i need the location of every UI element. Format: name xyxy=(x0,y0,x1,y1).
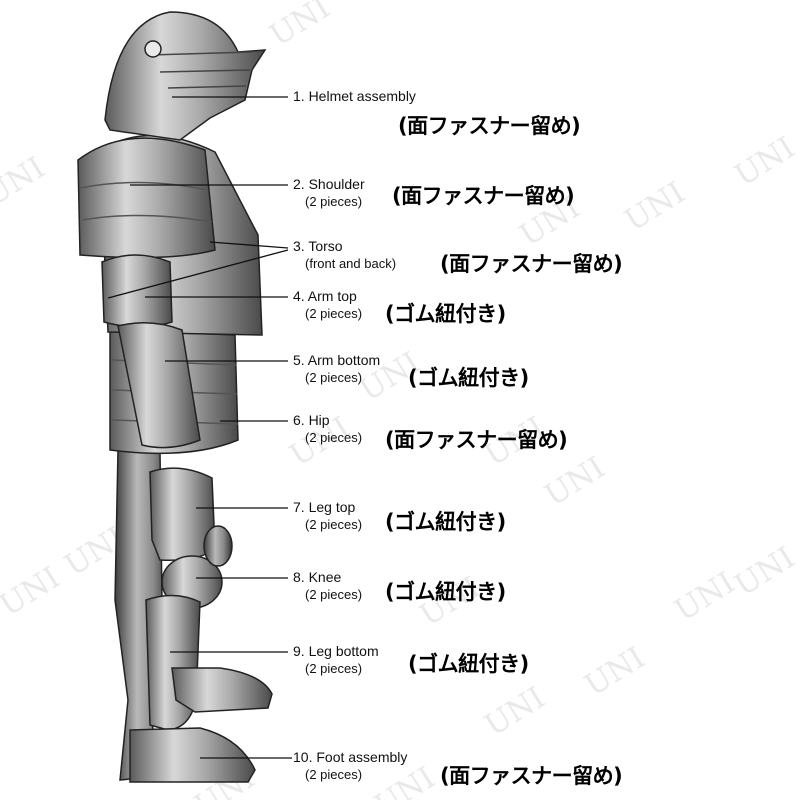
part-name: 4. Arm top xyxy=(293,288,357,304)
part-label-arm-top: 4. Arm top (2 pieces) xyxy=(293,288,362,322)
part-quantity: (2 pieces) xyxy=(305,517,363,532)
leader-line-torso-back xyxy=(107,249,289,299)
part-name: 7. Leg top xyxy=(293,499,356,515)
fastening-note-hip: (面ファスナー留め) xyxy=(385,428,568,452)
arm-bottom-piece xyxy=(117,322,201,449)
part-name: 1. Helmet assembly xyxy=(293,88,416,104)
fastening-note-helmet: (面ファスナー留め) xyxy=(398,114,581,138)
part-quantity: (2 pieces) xyxy=(305,661,363,676)
part-label-arm-bottom: 5. Arm bottom (2 pieces) xyxy=(293,352,380,386)
part-label-hip: 6. Hip (2 pieces) xyxy=(293,412,362,446)
fastening-note-torso: (面ファスナー留め) xyxy=(440,252,623,276)
part-label-knee: 8. Knee (2 pieces) xyxy=(293,569,362,603)
part-label-shoulder: 2. Shoulder (2 pieces) xyxy=(293,176,365,210)
part-quantity: (front and back) xyxy=(305,256,397,271)
part-quantity: (2 pieces) xyxy=(305,767,363,782)
part-name: 8. Knee xyxy=(293,569,342,585)
foot-piece-back xyxy=(129,727,256,783)
fastening-note-arm-top: (ゴム紐付き) xyxy=(385,302,506,326)
part-label-leg-bottom: 9. Leg bottom (2 pieces) xyxy=(293,643,379,677)
part-quantity: (2 pieces) xyxy=(305,587,363,602)
part-label-leg-top: 7. Leg top (2 pieces) xyxy=(293,499,362,533)
helmet-rivet xyxy=(144,40,162,58)
part-label-foot: 10. Foot assembly (2 pieces) xyxy=(293,749,407,783)
fastening-note-arm-bottom: (ゴム紐付き) xyxy=(408,366,529,390)
part-name: 6. Hip xyxy=(293,412,330,428)
part-name: 2. Shoulder xyxy=(293,176,365,192)
fastening-note-knee: (ゴム紐付き) xyxy=(385,580,506,604)
part-name: 5. Arm bottom xyxy=(293,352,381,368)
helmet-piece xyxy=(104,11,267,141)
part-name: 9. Leg bottom xyxy=(293,643,379,659)
part-quantity: (2 pieces) xyxy=(305,430,363,445)
part-name: 10. Foot assembly xyxy=(293,749,408,765)
part-quantity: (2 pieces) xyxy=(305,306,363,321)
fastening-note-shoulder: (面ファスナー留め) xyxy=(392,184,575,208)
fastening-note-leg-bottom: (ゴム紐付き) xyxy=(408,652,529,676)
part-label-torso: 3. Torso (front and back) xyxy=(293,238,396,272)
leader-line-torso-front xyxy=(209,241,289,249)
fastening-note-foot: (面ファスナー留め) xyxy=(440,764,623,788)
part-name: 3. Torso xyxy=(293,238,343,254)
part-quantity: (2 pieces) xyxy=(305,194,363,209)
part-label-helmet: 1. Helmet assembly xyxy=(293,88,416,105)
part-quantity: (2 pieces) xyxy=(305,370,363,385)
foot-piece-front xyxy=(171,667,273,713)
fastening-note-leg-top: (ゴム紐付き) xyxy=(385,510,506,534)
